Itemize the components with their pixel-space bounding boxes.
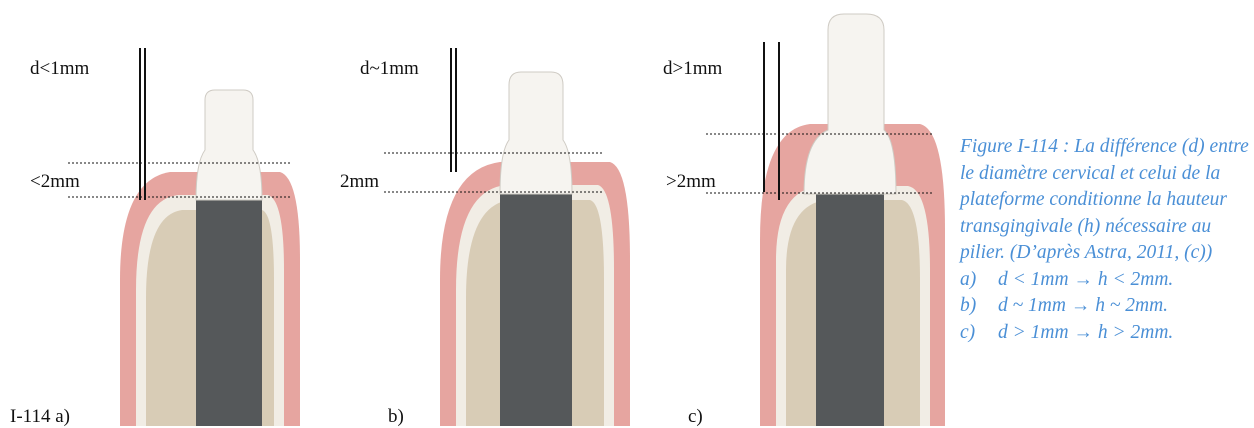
measure-label-b: d~1mm — [360, 58, 419, 80]
height-label-c: >2mm — [666, 171, 716, 193]
panel-tag-c: c) — [688, 406, 703, 428]
caption-list: a)d < 1mm → h < 2mm. b)d ~ 1mm → h ~ 2mm… — [960, 267, 1250, 347]
caption-item: c)d > 1mm → h > 2mm. — [960, 320, 1250, 347]
figure-panel-a: d<1mm <2mm I-114 a) — [0, 0, 320, 426]
panel-tag-a: I-114 a) — [10, 406, 70, 428]
figure-caption: Figure I-114 : La différence (d) entre l… — [960, 134, 1250, 346]
figure-panel-c: d>1mm >2mm c) — [640, 0, 960, 426]
height-label-b: 2mm — [340, 171, 379, 193]
figure-panel-b: d~1mm 2mm b) — [320, 0, 640, 426]
caption-item: a)d < 1mm → h < 2mm. — [960, 267, 1250, 294]
panel-tag-b: b) — [388, 406, 404, 428]
measure-label-a: d<1mm — [30, 58, 89, 80]
height-label-a: <2mm — [30, 171, 80, 193]
measure-label-c: d>1mm — [663, 58, 722, 80]
caption-text: Figure I-114 : La différence (d) entre l… — [960, 134, 1250, 267]
caption-item: b)d ~ 1mm → h ~ 2mm. — [960, 293, 1250, 320]
